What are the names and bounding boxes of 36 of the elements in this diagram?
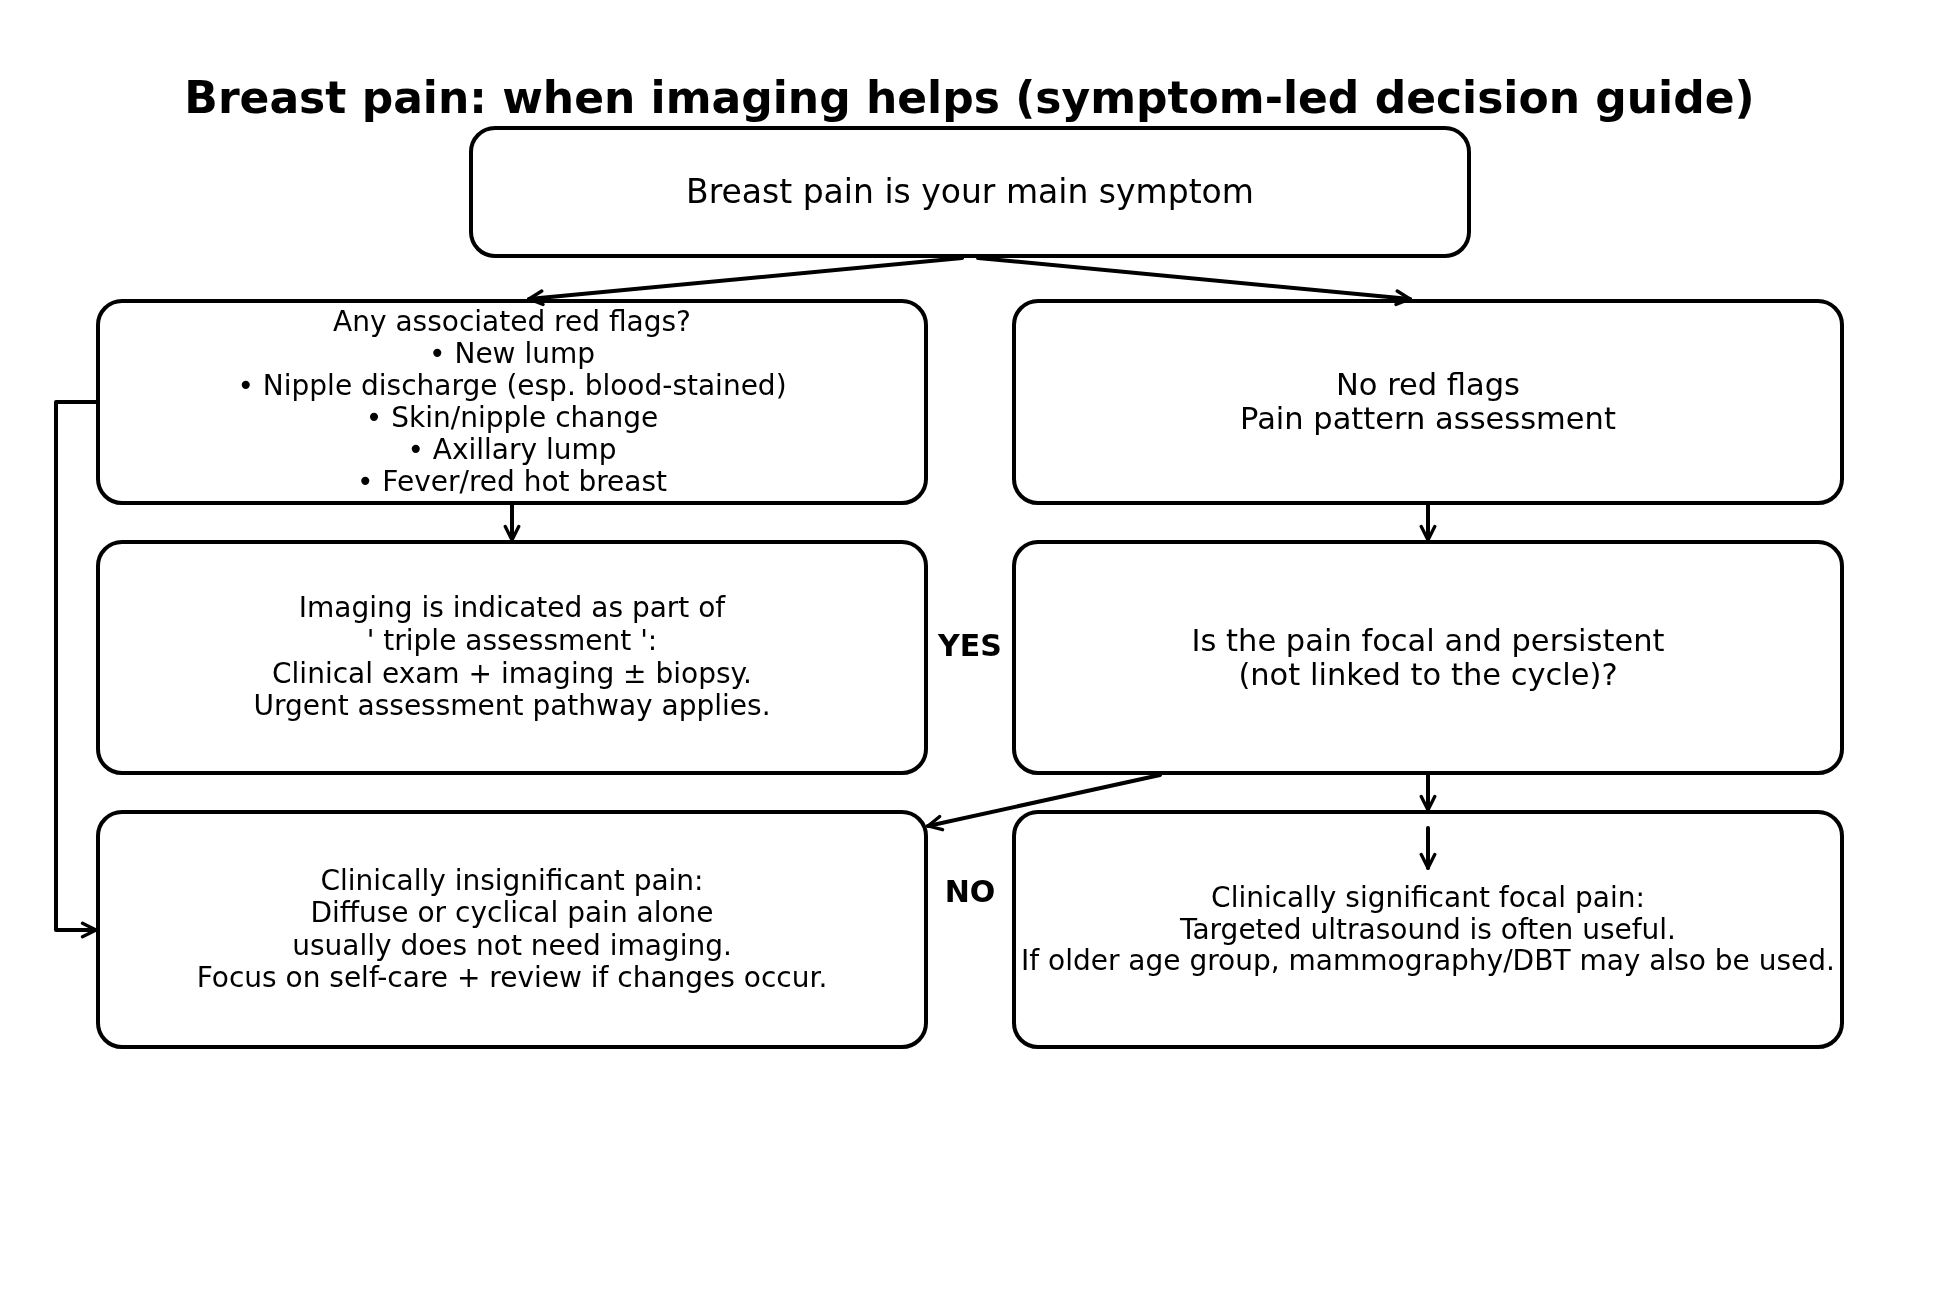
box-text: Clinical exam + imaging ± biopsy. — [272, 657, 752, 691]
box-text: • New lump — [429, 337, 595, 370]
branch-label: NO — [944, 875, 996, 909]
box-text: Focus on self-care + review if changes occur. — [196, 961, 828, 995]
decision-box — [1012, 540, 1844, 775]
arrow — [1419, 773, 1437, 812]
box-text: Pain pattern assessment — [1240, 402, 1616, 436]
box-text: Any associated red flags? — [333, 305, 691, 338]
box-text: Clinically significant focal pain: — [1211, 882, 1645, 914]
process-box — [1012, 299, 1844, 505]
box-text: • Skin/nipple change — [365, 402, 659, 435]
box-text: Targeted ultrasound is often useful. — [1179, 913, 1676, 946]
box-text: Is the pain focal and persistent (not linked to the cycle)? — [1191, 623, 1665, 692]
box-text: Diffuse or cyclical pain alone usually does not need imaging. — [292, 897, 732, 962]
start-box — [469, 126, 1471, 258]
arrow — [527, 256, 964, 307]
box-text: • Nipple discharge (esp. blood-stained) — [237, 369, 787, 402]
arrow — [1419, 826, 1437, 870]
branch-label: YES — [938, 629, 1002, 663]
box-text: Clinically insignificant pain: — [320, 864, 704, 898]
arrow — [54, 400, 98, 939]
diagram-title: Breast pain: when imaging helps (symptom-led decision guide) — [184, 72, 1755, 124]
arrow — [503, 503, 521, 542]
arrow — [976, 256, 1412, 307]
outcome-box — [1012, 810, 1844, 1049]
box-text: No red flags — [1336, 368, 1520, 402]
box-text: • Fever/red hot breast — [356, 466, 668, 499]
box-text: Urgent assessment pathway applies. — [253, 690, 771, 723]
outcome-box — [96, 810, 928, 1049]
box-text: If older age group, mammography/DBT may also be used. — [1021, 945, 1835, 977]
decision-box — [96, 299, 928, 505]
arrow — [1419, 503, 1437, 542]
box-text: Imaging is indicated as part of ' triple assessment ': — [298, 592, 726, 658]
box-text: Breast pain is your main symptom — [686, 171, 1254, 213]
box-text: • Axillary lump — [407, 434, 617, 467]
outcome-box — [96, 540, 928, 775]
